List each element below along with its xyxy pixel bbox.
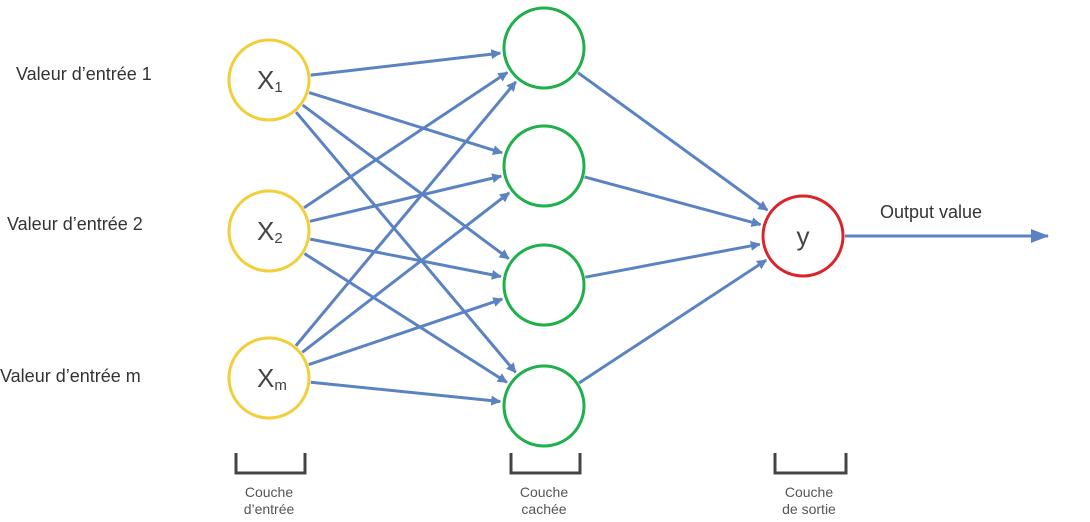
edge-input3-hidden1 — [294, 80, 517, 347]
edge-input3-hidden3 — [308, 297, 504, 366]
hidden-node-2 — [502, 124, 586, 208]
input-node-3 — [227, 336, 311, 420]
hidden-layer-bracket — [509, 453, 582, 475]
input-node-subscript: 1 — [274, 79, 282, 96]
edge-input2-hidden3 — [309, 237, 502, 280]
input-layer-bracket — [234, 453, 307, 475]
output-node — [761, 194, 845, 278]
edge-input2-hidden4 — [303, 252, 508, 384]
edge-hidden4-output — [578, 258, 768, 385]
hidden-layer-label-line1: Couche — [519, 484, 569, 500]
edge-input3-hidden2 — [301, 191, 511, 354]
edge-hidden2-output — [584, 175, 762, 227]
edge-input1-hidden4 — [294, 111, 517, 374]
edge-input1-hidden3 — [301, 103, 510, 260]
edge-input1-hidden2 — [308, 91, 503, 155]
output-layer-label-line1: Couche — [784, 484, 834, 500]
edge-hidden3-output — [584, 240, 761, 279]
hidden-node-4 — [502, 364, 586, 448]
output-layer-label: Couche de sortie — [749, 484, 869, 518]
input-layer-label: Couche d’entrée — [209, 484, 329, 518]
connections — [294, 49, 1049, 406]
input-layer-label-line1: Couche — [244, 484, 294, 500]
output-layer-bracket — [773, 453, 848, 475]
edge-hidden1-output — [577, 71, 769, 212]
edge-input1-hidden1 — [310, 49, 502, 77]
output-value-label: Output value — [880, 202, 983, 222]
input-layer-label-line2: d’entrée — [243, 501, 295, 517]
input-label-m: Valeur d’entrée m — [0, 366, 141, 386]
input-node-subscript: m — [274, 377, 287, 394]
input-node-1 — [227, 38, 311, 122]
hidden-layer-label-line2: cachée — [521, 501, 567, 517]
input-node-label: Xm — [257, 363, 287, 394]
input-label-2: Valeur d’entrée 2 — [7, 214, 143, 234]
output-node-label: y — [797, 221, 810, 251]
hidden-node-1 — [502, 6, 586, 90]
layer-brackets — [234, 453, 848, 475]
output-layer-label-line2: de sortie — [782, 501, 836, 517]
input-node-subscript: 2 — [274, 230, 282, 247]
edge-input2-hidden2 — [309, 173, 503, 223]
edge-input3-hidden4 — [310, 380, 502, 406]
edge-input2-hidden1 — [303, 71, 509, 209]
hidden-layer-label: Couche cachée — [484, 484, 604, 518]
input-label-1: Valeur d’entrée 1 — [16, 64, 152, 84]
hidden-node-3 — [502, 243, 586, 327]
input-node-2 — [227, 189, 311, 273]
